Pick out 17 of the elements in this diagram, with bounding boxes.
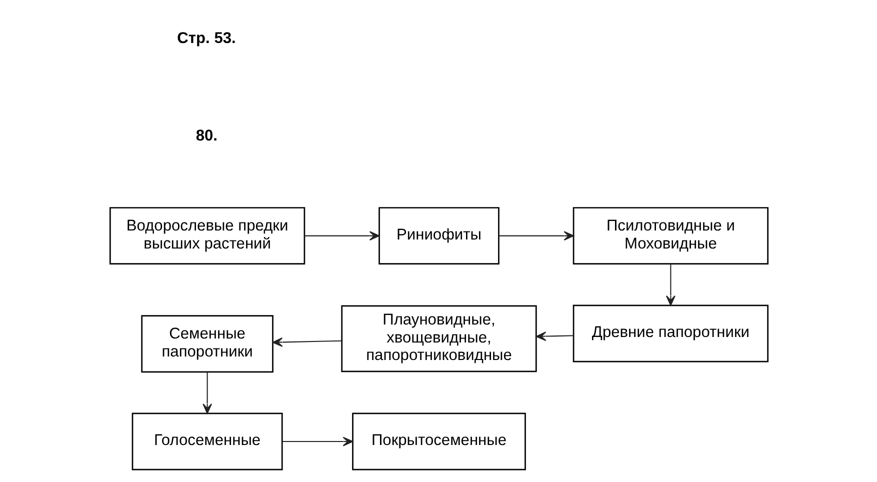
arrow — [202, 372, 212, 414]
node-box: Древние папоротники — [572, 304, 768, 362]
node-box: Плауновидные, хвощевидные, папоротниковидные — [340, 305, 536, 372]
label: 80. — [195, 128, 218, 145]
arrow — [498, 231, 574, 241]
arrow — [665, 264, 675, 306]
arrow — [304, 231, 380, 241]
node-box: Псилотовидные и Моховидные — [572, 207, 768, 265]
node-box: Семенные папоротники — [140, 315, 273, 373]
arrow — [272, 337, 342, 347]
arrow — [535, 332, 574, 341]
arrow — [282, 436, 353, 446]
node-box: Водорослевые предки высших растений — [108, 207, 305, 265]
node-box: Покрытосеменные — [352, 412, 526, 470]
node-box: Риниофиты — [378, 207, 499, 265]
label: Стр. 53. — [176, 30, 236, 48]
node-box: Голосеменные — [131, 412, 282, 470]
